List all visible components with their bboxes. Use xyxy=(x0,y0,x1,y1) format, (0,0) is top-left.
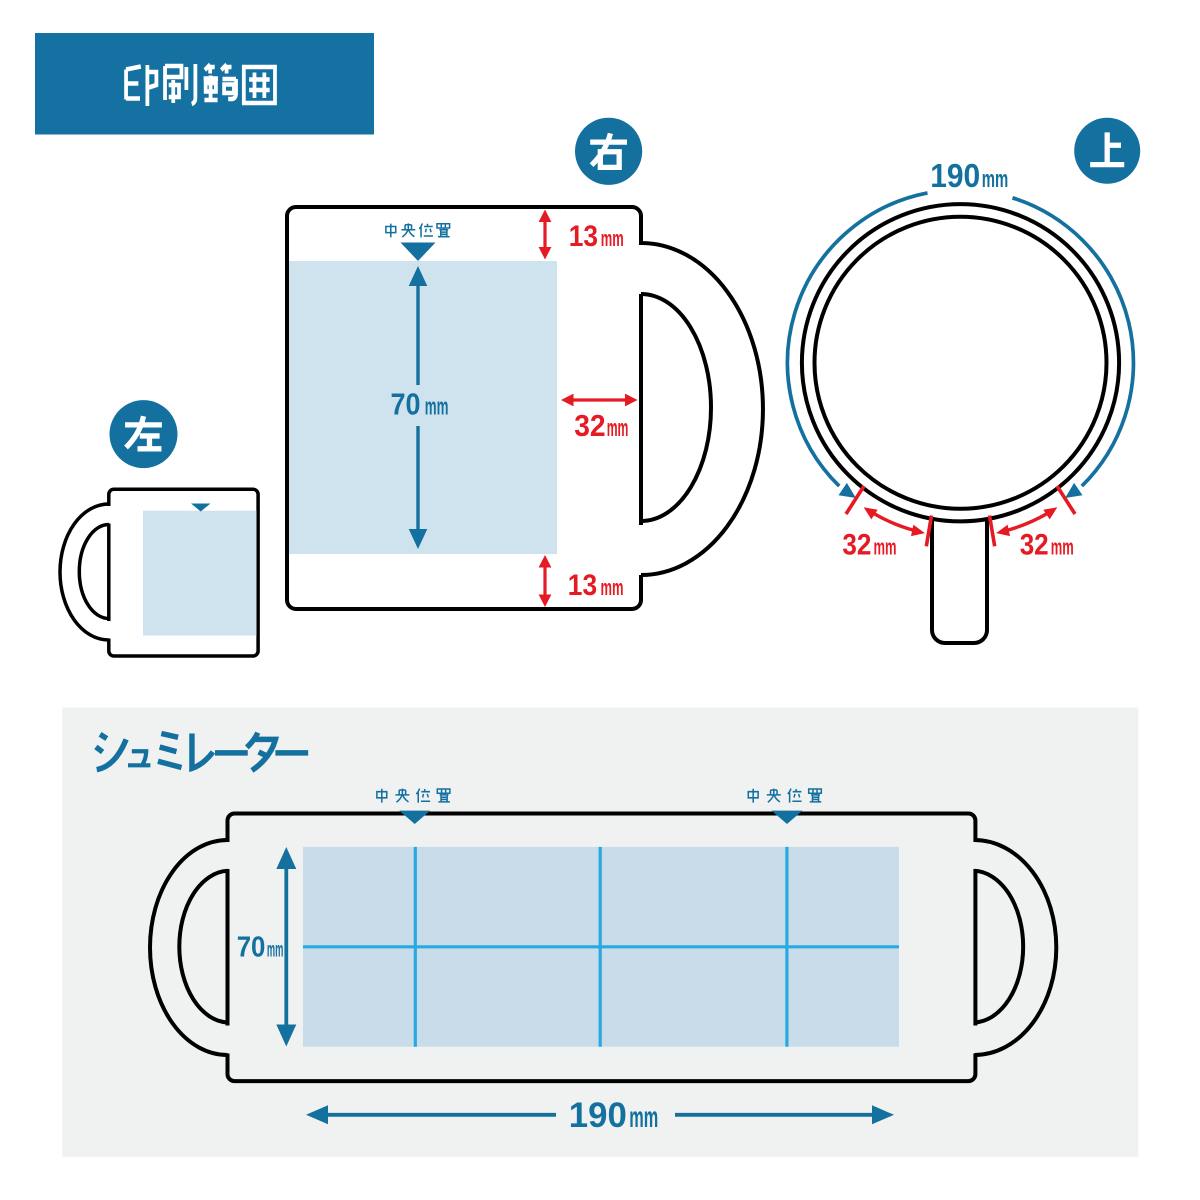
svg-text:mm: mm xyxy=(607,415,629,442)
svg-text:13: 13 xyxy=(568,569,597,602)
svg-text:mm: mm xyxy=(874,535,897,560)
svg-text:32: 32 xyxy=(574,408,605,443)
svg-text:190: 190 xyxy=(569,1096,627,1135)
svg-text:70: 70 xyxy=(237,931,266,963)
svg-text:13: 13 xyxy=(569,220,598,253)
svg-text:190: 190 xyxy=(930,157,980,194)
svg-text:mm: mm xyxy=(601,226,624,251)
svg-text:32: 32 xyxy=(842,529,871,562)
svg-text:mm: mm xyxy=(629,1101,658,1134)
svg-text:70: 70 xyxy=(391,387,421,422)
svg-text:mm: mm xyxy=(425,394,449,421)
svg-text:mm: mm xyxy=(601,575,624,600)
svg-text:mm: mm xyxy=(1051,535,1074,560)
svg-text:32: 32 xyxy=(1020,529,1049,562)
svg-text:mm: mm xyxy=(982,166,1009,193)
svg-text:mm: mm xyxy=(267,938,284,961)
